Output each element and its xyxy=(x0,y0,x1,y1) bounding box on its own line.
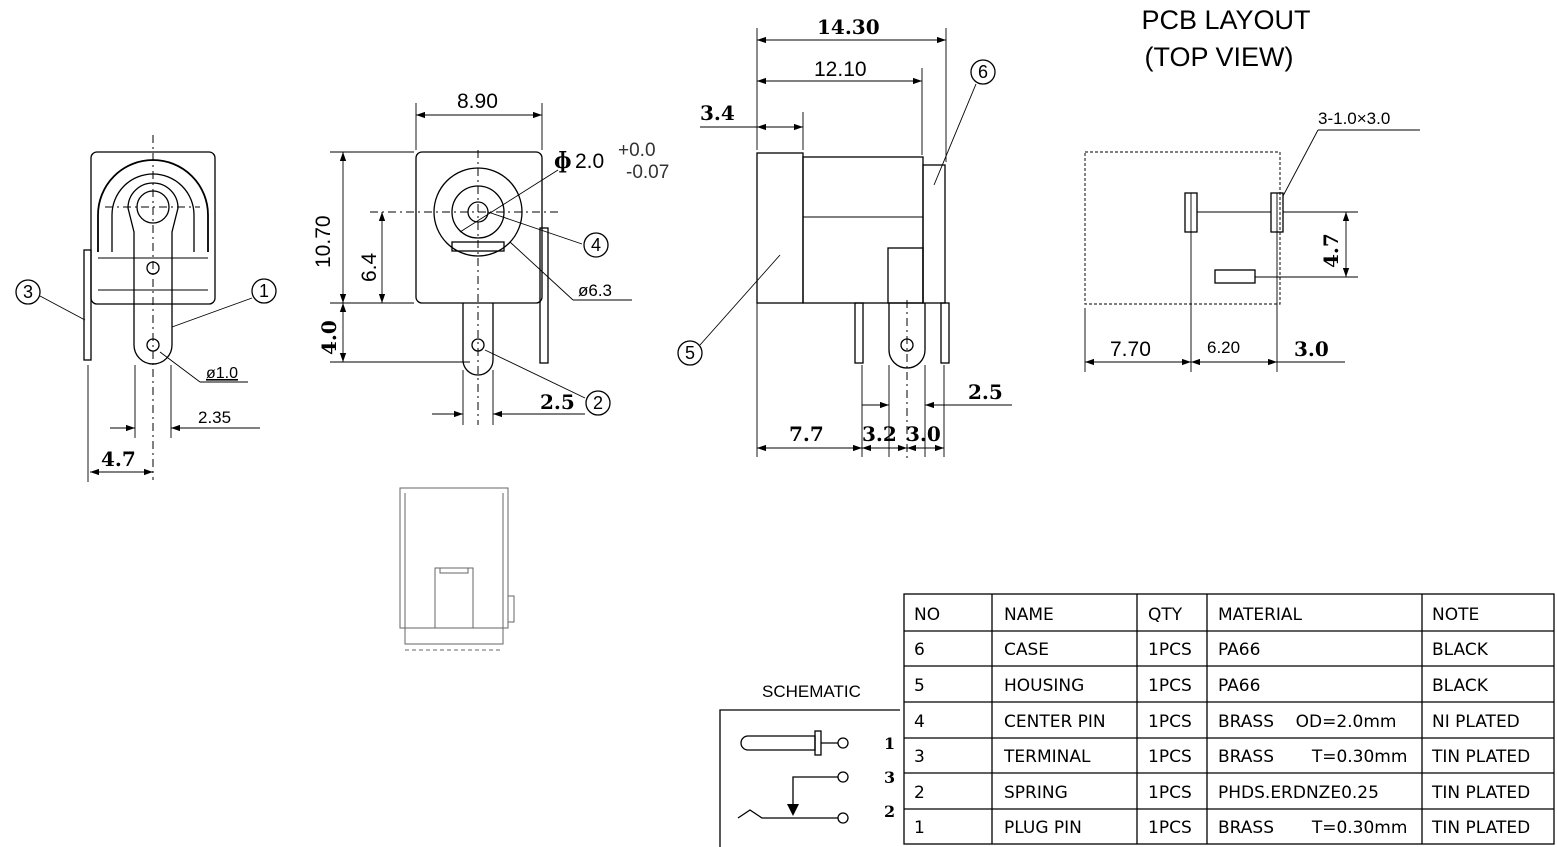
pin-dia-tol-minus: -0.07 xyxy=(626,162,669,183)
balloon-1-label: 1 xyxy=(259,281,269,301)
overall-length-dim: 14.30 xyxy=(817,15,880,39)
rear-width-dim: 4.7 xyxy=(101,447,136,471)
bom-cell: 1PCS xyxy=(1148,818,1192,838)
front-width-dim: 8.90 xyxy=(457,90,498,113)
pcb-title-line1: PCB LAYOUT xyxy=(1141,5,1310,35)
front-height-dim: 10.70 xyxy=(312,215,335,268)
bom-table: NO NAME QTY MATERIAL NOTE 6 CASE 1PCS PA… xyxy=(903,593,1555,845)
pcb-slot-note: 3-1.0×3.0 xyxy=(1318,109,1390,128)
pin-spacing-dim: 2.5 xyxy=(540,390,575,414)
front-view: 8.90 10.70 6.4 4.0 2.5 ɸ 2.0 +0.0 -0.07 … xyxy=(312,90,669,425)
bom-cell: BLACK xyxy=(1432,676,1489,696)
body-length-dim: 12.10 xyxy=(814,58,867,81)
pcb-layout: PCB LAYOUT (TOP VIEW) 4.7 3-1.0×3.0 7.70… xyxy=(1084,5,1420,372)
balloon-3-rear xyxy=(15,279,41,305)
rear-hole-dia-dim: ø1.0 xyxy=(206,365,238,382)
center-height-dim: 6.4 xyxy=(358,252,381,282)
bom-cell: 1PCS xyxy=(1148,712,1192,732)
svg-text:ɸ: ɸ xyxy=(554,148,572,174)
balloon-1-rear xyxy=(251,278,277,304)
bom-cell: CASE xyxy=(1004,640,1049,660)
bom-header-name: NAME xyxy=(1004,605,1054,625)
balloon-3-label: 3 xyxy=(23,282,33,302)
pin-drop-dim: 4.0 xyxy=(317,320,341,355)
bom-header-no: NO xyxy=(914,605,940,625)
bom-cell: TIN PLATED xyxy=(1431,747,1530,767)
bom-cell: 3 xyxy=(914,747,925,767)
balloon-4-label: 4 xyxy=(591,235,601,255)
side-view: 14.30 12.10 3.4 7.7 3.2 3.0 2.5 5 6 xyxy=(677,15,1012,460)
bom-cell: 1PCS xyxy=(1148,676,1192,696)
pcb-dim-vertical: 4.7 xyxy=(1319,233,1343,268)
bom-cell: BLACK xyxy=(1432,640,1489,660)
rear-pin-offset-dim: 2.35 xyxy=(198,408,231,427)
bom-cell: 1PCS xyxy=(1148,783,1192,803)
balloon-5-label: 5 xyxy=(685,343,695,363)
schematic: SCHEMATIC 1 3 2 xyxy=(719,682,900,847)
bom-cell: PA66 xyxy=(1218,640,1260,660)
front-step-dim: 3.4 xyxy=(700,101,735,125)
balloon-5 xyxy=(677,340,703,366)
pcb-dim-a: 7.70 xyxy=(1110,338,1151,361)
schematic-pin-1: 1 xyxy=(884,734,895,753)
bom-cell: TERMINAL xyxy=(1003,747,1091,767)
bom-cell: BRASS T=0.30mm xyxy=(1218,818,1407,838)
schematic-pin-3: 3 xyxy=(884,768,895,787)
side-bottom-b-dim: 3.2 xyxy=(862,422,897,446)
bom-cell: 5 xyxy=(914,676,925,696)
bottom-view xyxy=(399,487,515,651)
bom-cell: BRASS T=0.30mm xyxy=(1218,747,1407,767)
bom-cell: TIN PLATED xyxy=(1431,783,1530,803)
schematic-title: SCHEMATIC xyxy=(762,682,861,701)
bom-cell: 6 xyxy=(914,640,925,660)
bom-cell: 1 xyxy=(914,818,925,838)
bom-cell: 2 xyxy=(914,783,925,803)
schematic-pin-2: 2 xyxy=(884,802,895,821)
side-pin-offset-dim: 2.5 xyxy=(968,380,1003,404)
bom-cell: 1PCS xyxy=(1148,747,1192,767)
balloon-2-label: 2 xyxy=(593,393,603,413)
balloon-2 xyxy=(585,390,611,416)
bom-header-qty: QTY xyxy=(1148,605,1183,625)
bom-cell: PA66 xyxy=(1218,676,1260,696)
bom-cell: BRASS OD=2.0mm xyxy=(1218,712,1396,732)
pin-dia-dim: 2.0 xyxy=(575,150,604,173)
pcb-outline xyxy=(1084,151,1281,305)
bom-cell: PLUG PIN xyxy=(1004,818,1082,838)
side-bottom-c-dim: 3.0 xyxy=(906,422,941,446)
bom-cell: TIN PLATED xyxy=(1431,818,1530,838)
balloon-6 xyxy=(970,59,996,85)
bom-cell: HOUSING xyxy=(1004,676,1084,696)
bom-header-note: NOTE xyxy=(1432,605,1479,625)
bom-cell: CENTER PIN xyxy=(1004,712,1106,732)
bom-cell: NI PLATED xyxy=(1432,712,1520,732)
bom-cell: PHDS.ERDNZE0.25 xyxy=(1218,783,1379,803)
pcb-slot xyxy=(1214,269,1256,284)
balloon-6-label: 6 xyxy=(978,62,988,82)
pcb-title-line2: (TOP VIEW) xyxy=(1144,42,1293,72)
bom-cell: SPRING xyxy=(1004,783,1068,803)
pin-dia-tol-plus: +0.0 xyxy=(618,140,656,161)
rear-view: 4.7 2.35 ø1.0 3 1 xyxy=(15,135,277,482)
bom-cell: 4 xyxy=(914,712,925,732)
bom-cell: 1PCS xyxy=(1148,640,1192,660)
pcb-dim-b: 6.20 xyxy=(1207,338,1240,357)
hole-dia-dim: ø6.3 xyxy=(578,281,612,300)
side-bottom-a-dim: 7.7 xyxy=(789,422,824,446)
bom-header-material: MATERIAL xyxy=(1218,605,1303,625)
balloon-4 xyxy=(583,232,609,258)
pcb-dim-c: 3.0 xyxy=(1294,337,1329,361)
